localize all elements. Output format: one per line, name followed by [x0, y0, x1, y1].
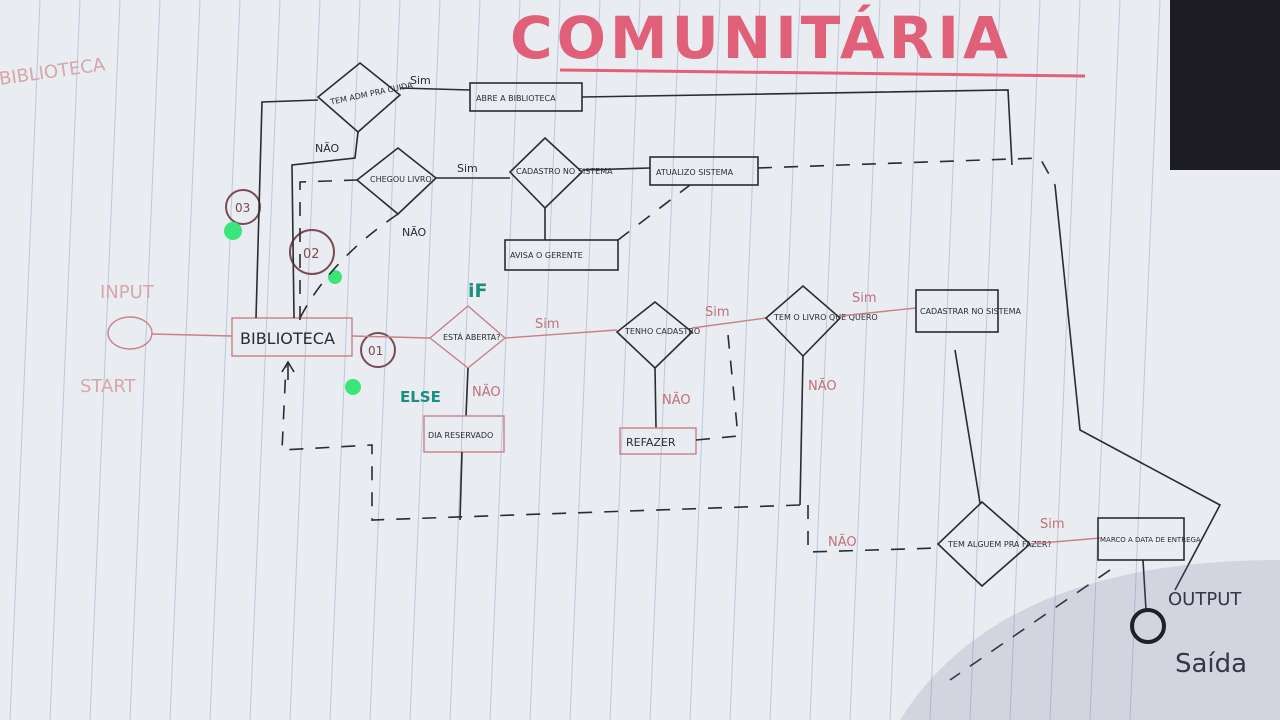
background-dark-corner — [1170, 0, 1280, 170]
node-avisa — [504, 239, 619, 271]
node-dia-reservado — [423, 415, 505, 453]
green-dot — [345, 379, 361, 395]
edge-aberta-dia — [465, 367, 469, 417]
page-title: COMUNITÁRIA — [510, 3, 1012, 72]
circle-badge-2-label: 02 — [303, 247, 320, 262]
title-underline — [559, 68, 1086, 78]
node-marco — [1097, 517, 1185, 561]
edge-dash-bottom — [949, 569, 1111, 681]
circle-badge-3-label: 03 — [235, 201, 250, 215]
node-biblioteca — [231, 317, 353, 357]
edge-marco-output — [1142, 559, 1147, 611]
edge-label-nao: NÃO — [315, 142, 340, 155]
edge-right-loop — [1054, 184, 1222, 591]
edge-start-biblioteca — [151, 333, 233, 337]
node-refazer — [619, 427, 697, 455]
edge-label-nao: NÃO — [472, 384, 501, 400]
edge-label-sim: Sim — [705, 305, 730, 320]
margin-note: BIBLIOTECA — [0, 54, 107, 90]
edge-biblioteca-aberta — [351, 335, 431, 339]
else-annotation: ELSE — [400, 388, 441, 406]
node-dia-reservado-label: DIA RESERVADO — [428, 431, 493, 440]
edge-label-sim: Sim — [410, 74, 431, 87]
shadow-overlay — [900, 560, 1280, 720]
green-dot — [224, 222, 242, 240]
edge-aberta-tenho — [504, 329, 618, 339]
circle-badge-2 — [289, 229, 335, 275]
node-abre-label: ABRE A BIBLIOTECA — [476, 94, 556, 103]
edge-label-nao: NÃO — [828, 534, 857, 550]
exit-label: Saída — [1175, 649, 1247, 679]
node-tem-livro-label: TEM O LIVRO QUE QUERO — [773, 313, 878, 322]
edge-label-sim: Sim — [535, 317, 560, 332]
node-atualiza — [649, 156, 759, 186]
edge-label-nao: NÃO — [808, 378, 837, 394]
node-tem-alguem-label: TEM ALGUEM PRA FAZER? — [947, 540, 1052, 549]
node-cadastrar — [915, 289, 999, 333]
edge-temlivro-down — [799, 355, 804, 506]
edge-avisa-atualiza — [617, 184, 691, 241]
edge-return-loop — [281, 364, 801, 521]
green-dot — [328, 270, 342, 284]
edge-label-nao: NÃO — [402, 226, 427, 239]
edge-abre-right — [581, 89, 1013, 166]
edge-label-sim: Sim — [852, 291, 877, 306]
edge-tenho-refazer — [654, 367, 657, 429]
edge-return-arrowhead — [281, 360, 295, 373]
edge-tem-adm-abre — [399, 87, 471, 91]
input-label: INPUT — [100, 282, 155, 303]
node-marco-label: MARCO A DATA DE ENTREGA — [1100, 536, 1201, 544]
output-terminal — [1130, 608, 1166, 644]
circle-badge-1 — [360, 332, 396, 368]
edge-tenho-temlivro — [691, 317, 767, 329]
node-refazer-label: REFAZER — [626, 436, 676, 449]
if-annotation: iF — [468, 280, 488, 302]
node-atualiza-label: ATUALIZO SISTEMA — [656, 168, 734, 177]
node-esta-aberta-label: ESTÁ ABERTA? — [443, 331, 500, 342]
edge-chegou-in — [299, 179, 358, 320]
circle-badge-3 — [225, 189, 261, 225]
output-label: OUTPUT — [1168, 589, 1242, 610]
edge-atualiza-right — [757, 157, 1056, 186]
edge-cadastro-atualiza — [581, 167, 651, 171]
node-tenho-cadastro-label: TENHO CADASTRO — [624, 327, 700, 336]
edge-tem-adm-nao — [255, 99, 319, 319]
edge-label-sim: Sim — [1040, 517, 1065, 532]
edge-dia-down — [459, 451, 463, 521]
node-cadastro-label: CADASTRO NO SISTEMA — [516, 167, 613, 176]
edge-cadastrar-temalguem — [954, 349, 981, 504]
edge-nao-to-alguem — [807, 505, 939, 553]
edge-alguem-marco — [1029, 537, 1101, 545]
edge-temlivro-cadastrar — [839, 307, 917, 317]
node-chegou-label: CHEGOU LIVRO — [370, 175, 432, 184]
edge-refazer-loop — [695, 334, 739, 441]
node-tem-adm-label: TEM ADM PRA CUIDA — [329, 80, 414, 107]
node-biblioteca-label: BIBLIOTECA — [240, 329, 335, 348]
edge-label-nao: NÃO — [662, 392, 691, 408]
node-tem-alguem — [936, 500, 1032, 588]
start-label: START — [80, 376, 137, 397]
node-cadastrar-label: CADASTRAR NO SISTEMA — [920, 307, 1022, 316]
circle-badge-1-label: 01 — [368, 344, 383, 358]
ruled-lines — [9, 0, 1161, 720]
start-terminal — [107, 316, 153, 350]
edge-label-sim: Sim — [457, 162, 478, 175]
edge-tem-adm-down — [291, 131, 359, 319]
node-avisa-label: AVISA O GERENTE — [510, 251, 583, 260]
